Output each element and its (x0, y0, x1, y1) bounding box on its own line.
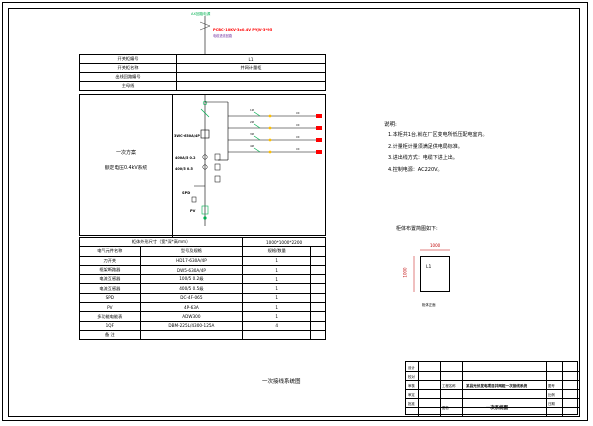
tb-label: 审核 (408, 384, 415, 388)
branch-2-label: 2# (250, 120, 255, 124)
ct1-label: 400A/5 0.2 (175, 156, 196, 160)
table-row: 柜体外形尺寸（宽*深*高mm） 1000*1000*2200 (78, 236, 326, 248)
notes-list: 1.本柜共1台,就在厂区变电所低压配电室内。 2.计量柜计量须满足供电局标准。 … (388, 130, 488, 176)
header-cell: 出线回路编号 (79, 72, 177, 82)
ct-symbol (202, 154, 208, 160)
meter-symbol (214, 175, 221, 183)
project-name: 某县光伏发电项目并网柜一次接线系统 (466, 384, 528, 388)
pv-label: PV (190, 209, 196, 213)
size-value: 1000*1000*2200 (242, 236, 326, 248)
drawing-frame-inner (8, 8, 580, 417)
branch-1-tag: XX (296, 111, 300, 115)
incoming-cable-label: PCBC-10KV-3x0.4V PYJV-3*95 (213, 28, 273, 32)
incoming-label-top: AX回路电源 (191, 11, 211, 16)
spd-label: SPD (182, 191, 190, 195)
title-block: 设计 校对 审核 审定 批准 工程名称 图名 某县光伏发电项目并网柜一次接线系统… (405, 361, 579, 416)
divider (172, 95, 173, 237)
drawing-name: 一次系统图 (486, 406, 508, 411)
branch-1 (228, 111, 322, 118)
table-row: 备 注 (79, 329, 326, 341)
meter-symbol (214, 163, 221, 171)
main-breaker-label: 3WC-630A/4P (174, 134, 200, 138)
table-row: 主母线 (79, 81, 326, 91)
note-item: 3.进出线方式：电缆下进上出。 (388, 155, 458, 161)
notes-title: 说明: (384, 122, 397, 128)
tb-label: 比例 (548, 393, 555, 397)
disconnect-blade (200, 108, 210, 118)
drawing-frame-outer (2, 2, 588, 421)
branch-4-tag: XX (296, 147, 300, 151)
column-header: 电气元件名称 (79, 246, 141, 257)
branch-2-tag: XX (296, 123, 300, 127)
branch-3 (228, 135, 322, 142)
cabinet-width: 1000 (430, 243, 441, 248)
cable-symbol (199, 21, 211, 31)
table-row: 开关柜名称并网计量柜 (79, 63, 326, 73)
main-breaker-symbol (200, 129, 210, 139)
meter-symbol (214, 153, 221, 161)
ct-symbol (202, 164, 208, 170)
cabinet-title: 柜体布置简图如下: (396, 226, 438, 232)
branch-1-label: 1# (250, 108, 255, 112)
tb-label: 批准 (408, 402, 415, 406)
size-label: 柜体外形尺寸（宽*深*高mm） (78, 236, 244, 248)
cabinet-outline (420, 256, 450, 292)
incoming-sub-label: 电缆进线回路 (213, 33, 233, 38)
pv-node (203, 216, 207, 220)
tb-label: 设计 (408, 366, 415, 370)
header-cell: 开关柜编号 (79, 54, 177, 64)
branch-3-tag: XX (296, 135, 300, 139)
pv-symbol (201, 205, 209, 215)
ct2-label: 400/5 0.5 (175, 167, 194, 171)
column-header (310, 246, 326, 257)
header-value (176, 72, 326, 82)
tb-label: 图号 (548, 384, 555, 388)
cabinet-note: 柜体正面 (422, 303, 436, 307)
branch-4-label: 4# (250, 144, 255, 148)
component-table: 柜体外形尺寸（宽*深*高mm） 1000*1000*2200 电气元件名称 型号… (78, 236, 326, 341)
disconnect-symbol (202, 100, 208, 106)
table-row: 出线回路编号 (79, 72, 326, 82)
note-item: 4.控制电源：AC220V。 (388, 166, 443, 173)
table-row: 电气元件名称 型号及规格 规格/数量 (79, 246, 326, 257)
header-cell: 主母线 (79, 81, 177, 91)
branch-2 (228, 123, 322, 130)
header-value (176, 81, 326, 91)
branch-3-label: 3# (250, 132, 255, 136)
column-header: 型号及规格 (139, 246, 244, 257)
scheme-title: 一次方案 (115, 150, 136, 156)
cabinet-label: L1 (426, 265, 432, 270)
note-item: 1.本柜共1台,就在厂区变电所低压配电室内。 (388, 132, 488, 138)
header-value: 并网计量柜 (176, 63, 326, 73)
column-header: 规格/数量 (242, 246, 312, 257)
branch-4 (228, 147, 322, 154)
tb-label: 审定 (408, 393, 415, 397)
header-value: L1 (176, 54, 326, 64)
drawing-caption: 一次接线系统图 (262, 379, 301, 385)
scheme-voltage: 额定电压0.4kV系统 (104, 166, 148, 171)
tb-label: 校对 (408, 375, 415, 379)
note-item: 2.计量柜计量须满足供电局标准。 (388, 143, 463, 150)
header-cell: 开关柜名称 (79, 63, 177, 73)
spd-symbol (191, 196, 197, 203)
tb-label: 图名 (442, 406, 449, 410)
scheme-cell: 一次方案 额定电压0.4kV系统 (79, 94, 326, 237)
cabinet-height: 1000 (402, 267, 408, 278)
tb-label: 工程名称 (442, 384, 456, 388)
tb-label: 日期 (548, 402, 555, 406)
